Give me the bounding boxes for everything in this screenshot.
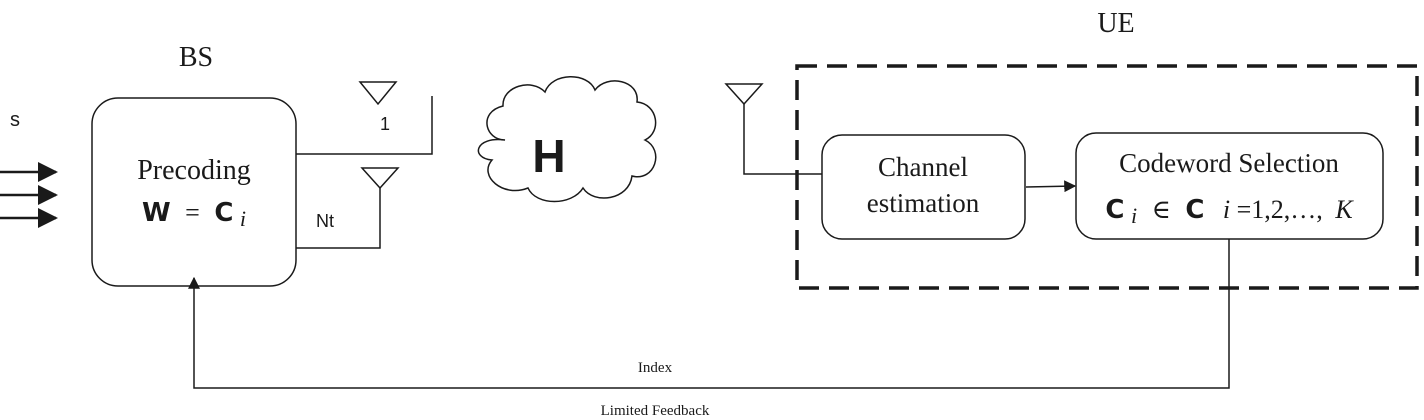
- antenna-last-label: Nt: [316, 211, 334, 231]
- codeword-set: C: [1185, 195, 1204, 225]
- codeword-equation: C i ∈ C i =1,2,…, K: [1105, 195, 1354, 229]
- bs-antenna-feed-nt: [296, 183, 381, 249]
- codeword-index-var: i: [1223, 195, 1230, 224]
- codeword-c: C: [1105, 195, 1124, 225]
- input-stream-arrows: [0, 162, 58, 228]
- codeword-selection-title: Codeword Selection: [1119, 148, 1339, 178]
- precoding-box: [91, 97, 297, 287]
- ue-dashed-boundary: [795, 64, 1419, 290]
- index-label: Index: [638, 360, 673, 376]
- cloud-icon: [477, 76, 657, 203]
- bs-antenna-feed-1: [296, 96, 433, 155]
- codeword-index-range: =1,2,…,: [1237, 195, 1323, 224]
- channel-label: H: [532, 130, 565, 182]
- feedback-path: [188, 239, 1230, 389]
- antenna-icon: [360, 167, 400, 190]
- ue-antenna-feed: [743, 104, 822, 175]
- codeword-member: ∈: [1152, 195, 1171, 224]
- codeword-subscript: i: [1131, 203, 1137, 228]
- bs-antenna-lines: [296, 96, 433, 249]
- ue-label: UE: [1097, 8, 1134, 39]
- precoding-equation: W = C i: [142, 198, 246, 231]
- codeword-index-end: K: [1334, 195, 1354, 224]
- channel-estimation-line1: Channel: [878, 152, 968, 182]
- antenna-first-label: 1: [380, 114, 390, 134]
- precoding-block: Precoding W = C i: [91, 97, 297, 287]
- antenna-icon: [724, 83, 764, 106]
- limited-feedback-label: Limited Feedback: [601, 403, 710, 419]
- channel-cloud: H: [477, 76, 657, 203]
- channel-estimation-block: Channel estimation: [821, 134, 1026, 240]
- bs-label: BS: [179, 42, 213, 73]
- antenna-icon: [358, 81, 398, 106]
- estimation-to-selection-arrow: [1025, 180, 1077, 193]
- precoding-title: Precoding: [137, 155, 251, 186]
- codeword-selection-block: Codeword Selection C i ∈ C i =1,2,…, K: [1075, 132, 1384, 240]
- channel-estimation-box: [821, 134, 1026, 240]
- precoding-subscript: i: [240, 206, 246, 231]
- precoding-equals: =: [185, 198, 200, 227]
- precoding-w: W: [142, 198, 171, 228]
- channel-estimation-line2: estimation: [867, 188, 980, 218]
- input-signal-label: s: [10, 109, 20, 131]
- precoding-c: C: [214, 198, 233, 228]
